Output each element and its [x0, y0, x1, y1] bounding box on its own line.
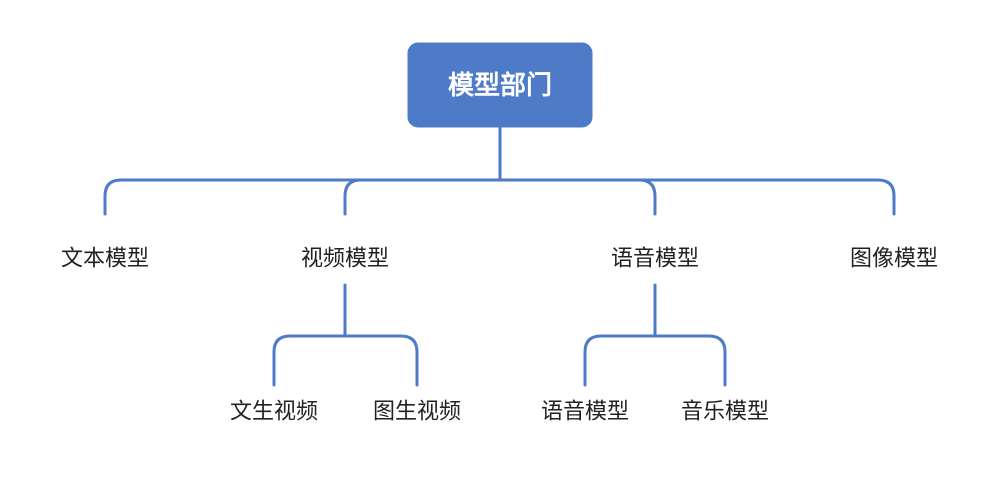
- level2-nodes: 文生视频 图生视频 语音模型 音乐模型: [230, 400, 769, 425]
- connector-speech-bus: [583, 334, 727, 387]
- root-connectors: [103, 126, 896, 216]
- speech-connectors: [583, 283, 727, 387]
- node-music-model: 音乐模型: [681, 400, 769, 425]
- node-speech-model: 语音模型: [611, 247, 699, 272]
- root-node-label: 模型部门: [448, 71, 552, 101]
- video-connectors: [272, 283, 419, 387]
- root-node: 模型部门: [407, 42, 593, 128]
- node-image-model: 图像模型: [850, 247, 938, 272]
- level1-nodes: 文本模型 视频模型 语音模型 图像模型: [61, 247, 938, 272]
- root-node-box: [407, 42, 593, 128]
- connector-to-video-model: [343, 178, 363, 216]
- connector-video-bus: [272, 334, 419, 387]
- connector-root-bus: [103, 178, 896, 216]
- connector-to-speech-model: [637, 178, 657, 216]
- node-speech-submodel: 语音模型: [541, 400, 629, 425]
- node-video-model: 视频模型: [301, 247, 389, 272]
- node-text-to-video: 文生视频: [230, 400, 318, 425]
- node-text-model: 文本模型: [61, 247, 149, 272]
- node-image-to-video: 图生视频: [373, 400, 461, 425]
